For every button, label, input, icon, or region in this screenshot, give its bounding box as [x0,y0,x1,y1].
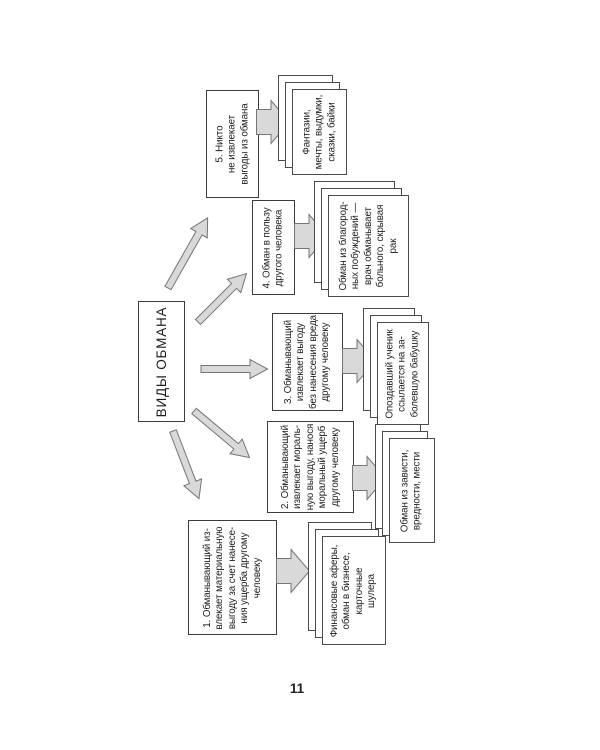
example-text-3: Опоздавший ученик ссылается на за- болев… [384,328,421,419]
example-card-stack-4: Обман из благород- ных побуждений — врач… [314,181,409,297]
category-label-5: 5. Никто не извлекает выгоды из обмана [213,103,250,185]
connector-arrow-icon-5 [164,217,209,291]
connector-arrow-icon-3 [200,358,269,380]
example-card-stack-1: Финансовые аферы, обман в бизнесе, карто… [308,522,386,645]
diagram-title: ВИДЫ ОБМАНА [153,306,169,417]
category-label-4: 4. Обман в пользу другого человека [261,206,285,289]
example-card-front: Фантазии, мечты, выдумки, сказки, байки [292,89,347,175]
example-text-1: Финансовые аферы, обман в бизнесе, карто… [329,544,378,637]
example-card-front: Обман из зависти, вредности, мести [389,438,435,543]
example-card-stack-2: Обман из зависти, вредности, мести [375,424,435,543]
example-text-5: Фантазии, мечты, выдумки, сказки, байки [300,94,337,170]
connector-arrow-icon-1 [169,429,203,500]
example-card-front: Финансовые аферы, обман в бизнесе, карто… [322,536,386,645]
block-arrow-icon-1 [276,548,311,594]
category-box-4: 4. Обман в пользу другого человека [252,200,295,295]
connector-arrow-icon-2 [191,407,251,459]
category-label-1: 1. Обманывающий из- влекает материальную… [201,525,263,630]
example-card-front: Обман из благород- ных побуждений — врач… [328,195,409,297]
example-text-4: Обман из благород- ных побуждений — врач… [337,201,399,291]
category-label-3: 3. Обманывающий извлекает выгоду без нан… [282,314,331,410]
category-box-3: 3. Обманывающий извлекает выгоду без нан… [272,313,343,411]
category-label-2: 2. Обманывающий извлекает мораль- ную вы… [279,423,341,511]
central-title-box: ВИДЫ ОБМАНА [138,301,185,422]
example-card-front: Опоздавший ученик ссылается на за- болев… [377,322,429,425]
category-box-2: 2. Обманывающий извлекает мораль- ную вы… [267,421,354,513]
example-card-stack-3: Опоздавший ученик ссылается на за- болев… [363,308,429,425]
page-number: 11 [289,681,305,696]
example-card-stack-5: Фантазии, мечты, выдумки, сказки, байки [278,75,347,175]
category-box-5: 5. Никто не извлекает выгоды из обмана [206,90,259,198]
connector-arrow-icon-4 [194,272,248,326]
category-box-1: 1. Обманывающий из- влекает материальную… [188,520,277,635]
example-text-2: Обман из зависти, вредности, мести [399,449,423,532]
